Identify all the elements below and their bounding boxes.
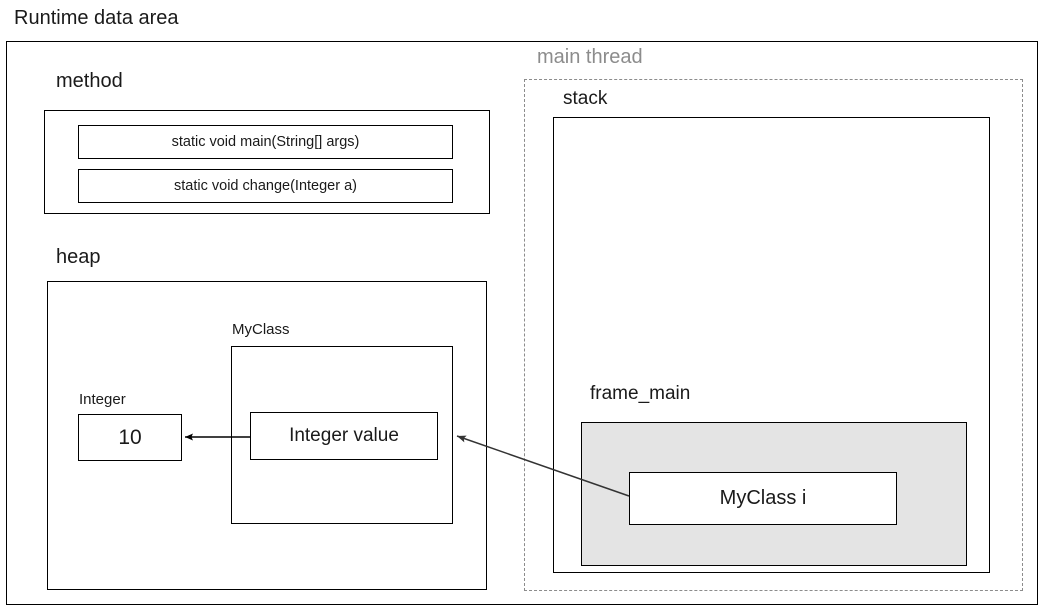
- integer-object-type-label: Integer: [79, 391, 126, 408]
- myclass-object-type-label: MyClass: [232, 321, 290, 338]
- integer-object-box: 10: [78, 414, 182, 461]
- page-title: Runtime data area: [14, 7, 179, 29]
- main-thread-label: main thread: [537, 46, 643, 68]
- frame-main-label: frame_main: [590, 383, 691, 404]
- method-signature-main-box: static void main(String[] args): [78, 125, 453, 159]
- local-variable-box: MyClass i: [629, 472, 897, 525]
- method-area-label: method: [56, 70, 123, 92]
- main-thread-box: [524, 79, 1023, 591]
- runtime-data-area-box: [6, 41, 1038, 605]
- myclass-object-box: [231, 346, 453, 524]
- method-signature-change-label: static void change(Integer a): [174, 178, 357, 194]
- heap-area-label: heap: [56, 246, 101, 268]
- method-signature-change-box: static void change(Integer a): [78, 169, 453, 203]
- method-area-box: [44, 110, 490, 214]
- myclass-field-box: Integer value: [250, 412, 438, 460]
- myclass-field-label: Integer value: [289, 425, 399, 446]
- stack-box: [553, 117, 990, 573]
- stack-label: stack: [563, 88, 608, 109]
- local-variable-label: MyClass i: [719, 487, 807, 509]
- integer-object-value: 10: [118, 425, 142, 449]
- method-signature-main-label: static void main(String[] args): [171, 134, 360, 150]
